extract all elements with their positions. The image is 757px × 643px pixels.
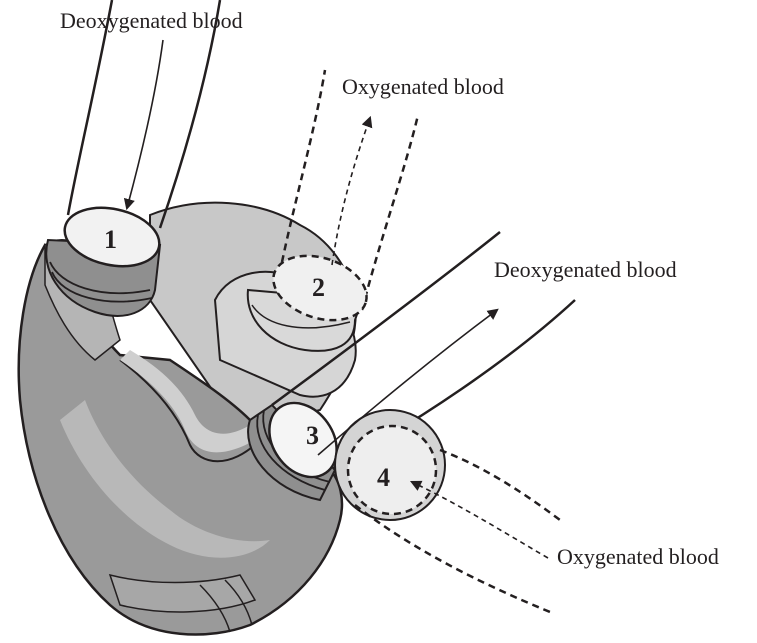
- vessel-2-number: 2: [312, 273, 325, 302]
- vessel-4-tube-lower: [355, 505, 550, 612]
- label-deoxygenated-top: Deoxygenated blood: [60, 10, 243, 32]
- vessel-3-number: 3: [306, 421, 319, 450]
- vessel-4-inner: [348, 426, 436, 514]
- vessel-1-tube-right: [160, 0, 220, 228]
- label-oxygenated-bottom: Oxygenated blood: [557, 546, 719, 568]
- flow-arrow-1: [127, 40, 163, 208]
- label-oxygenated-top: Oxygenated blood: [342, 76, 504, 98]
- vessel-4-number: 4: [377, 463, 390, 492]
- vessel-4-tube-upper: [440, 450, 560, 520]
- label-deoxygenated-right: Deoxygenated blood: [494, 259, 677, 281]
- vessel-2-tube-right: [362, 115, 418, 310]
- flow-arrow-2: [332, 118, 370, 265]
- vessel-1-number: 1: [104, 225, 117, 254]
